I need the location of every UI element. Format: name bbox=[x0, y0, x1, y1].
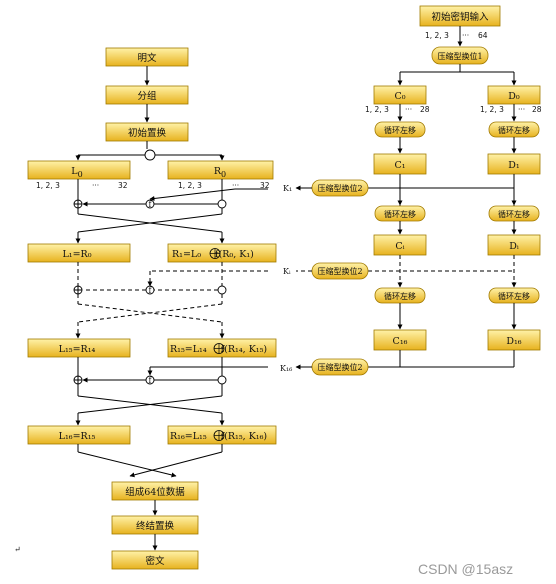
D16-label: D₁₆ bbox=[506, 336, 521, 347]
grouping-label: 分组 bbox=[137, 90, 157, 102]
Di-label: Dᵢ bbox=[509, 241, 519, 252]
key-bits-end: 64 bbox=[478, 31, 488, 40]
svg-text:循环左移: 循环左移 bbox=[384, 125, 416, 135]
R0-bits-dots: ··· bbox=[232, 181, 239, 190]
key-input-label: 初始密钥输入 bbox=[431, 11, 489, 23]
paragraph-mark: ↵ bbox=[14, 545, 21, 554]
svg-text:压缩型换位2: 压缩型换位2 bbox=[317, 266, 362, 276]
initial-permutation-label: 初始置换 bbox=[128, 127, 167, 139]
svg-text:f: f bbox=[149, 200, 153, 209]
watermark: CSDN @15asz bbox=[418, 561, 513, 577]
C0-bits-dots: ··· bbox=[405, 105, 412, 114]
plaintext-label: 明文 bbox=[137, 52, 157, 64]
C0-label: C₀ bbox=[394, 91, 405, 102]
ciphertext-label: 密文 bbox=[145, 555, 165, 567]
svg-text:循环左移: 循环左移 bbox=[498, 291, 530, 301]
L15-label: L₁₅=R₁₄ bbox=[59, 344, 96, 355]
combine-64bit-label: 组成64位数据 bbox=[125, 486, 185, 498]
svg-text:循环左移: 循环左移 bbox=[384, 291, 416, 301]
Ki-label: Kᵢ bbox=[283, 267, 291, 276]
C0-bits-start: 1, 2, 3 bbox=[365, 105, 389, 114]
D0-bits-dots: ··· bbox=[518, 105, 525, 114]
L0-label: L0 bbox=[71, 166, 82, 179]
L0-bits-dots: ··· bbox=[92, 181, 99, 190]
svg-text:循环左移: 循环左移 bbox=[498, 125, 530, 135]
key-bits-dots: ··· bbox=[462, 31, 469, 40]
C0-bits-end: 28 bbox=[420, 105, 430, 114]
K1-label: K₁ bbox=[283, 184, 292, 193]
key-bits-start: 1, 2, 3 bbox=[425, 31, 449, 40]
C16-label: C₁₆ bbox=[393, 336, 408, 347]
L15-box bbox=[27, 338, 131, 358]
L16-box bbox=[27, 425, 131, 445]
C1-label: C₁ bbox=[394, 160, 405, 171]
R0-label: R0 bbox=[214, 166, 226, 179]
L0-bits-start: 1, 2, 3 bbox=[36, 181, 60, 190]
L0-bits-end: 32 bbox=[118, 181, 128, 190]
branch-node-1 bbox=[217, 199, 227, 209]
svg-text:f: f bbox=[149, 286, 153, 295]
svg-text:f: f bbox=[149, 376, 153, 385]
K16-label: K₁₆ bbox=[280, 364, 292, 373]
svg-text:压缩型换位2: 压缩型换位2 bbox=[317, 183, 362, 193]
svg-text:循环左移: 循环左移 bbox=[384, 209, 416, 219]
Ci-label: Cᵢ bbox=[395, 241, 404, 252]
D1-label: D₁ bbox=[508, 160, 520, 171]
R0-bits-start: 1, 2, 3 bbox=[178, 181, 202, 190]
R0-bits-end: 32 bbox=[260, 181, 270, 190]
R0-box bbox=[167, 160, 274, 180]
D0-bits-end: 28 bbox=[532, 105, 542, 114]
svg-text:循环左移: 循环左移 bbox=[498, 209, 530, 219]
ciphertext-box bbox=[111, 550, 199, 570]
final-permutation-label: 终结置换 bbox=[136, 520, 175, 532]
L0-box bbox=[27, 160, 131, 180]
L16-label: L₁₆=R₁₅ bbox=[59, 431, 96, 442]
D0-label: D₀ bbox=[508, 91, 520, 102]
branch-node-i bbox=[217, 285, 227, 295]
branch-node-16 bbox=[217, 375, 227, 385]
pc1-label: 压缩型换位1 bbox=[437, 51, 482, 61]
D0-bits-start: 1, 2, 3 bbox=[480, 105, 504, 114]
L1-label: L₁=R₀ bbox=[62, 249, 91, 260]
split-node bbox=[144, 149, 156, 161]
L1-box bbox=[27, 243, 131, 263]
svg-text:压缩型换位2: 压缩型换位2 bbox=[317, 362, 362, 372]
